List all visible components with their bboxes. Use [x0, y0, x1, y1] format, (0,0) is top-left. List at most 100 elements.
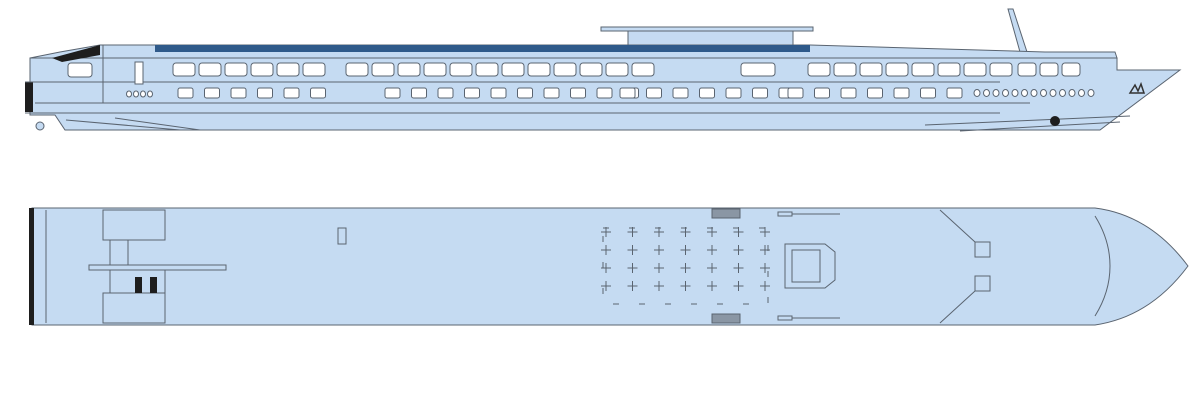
- upper-window: [250, 62, 274, 77]
- upper-window: [501, 62, 525, 77]
- porthole: [992, 89, 1000, 97]
- porthole: [1049, 89, 1057, 97]
- anchor-icon: [1050, 116, 1060, 126]
- porthole: [983, 89, 990, 97]
- lower-window: [787, 87, 804, 99]
- upper-window: [631, 62, 655, 77]
- lower-window: [570, 87, 586, 99]
- lower-window: [437, 87, 454, 99]
- deck-chair-mark: [601, 227, 611, 237]
- lower-window: [893, 87, 910, 99]
- logo-mark-icon: [1128, 81, 1146, 94]
- propeller-icon: [35, 121, 45, 131]
- upper-window: [397, 62, 421, 77]
- lower-window: [543, 87, 560, 99]
- upper-window: [579, 62, 603, 77]
- upper-window: [605, 62, 629, 77]
- deck-chair-mark: [627, 281, 638, 291]
- upper-window: [740, 62, 776, 77]
- deck-chair-mark: [733, 281, 744, 291]
- lower-window: [283, 87, 300, 99]
- deck-chair-mark: [733, 227, 744, 237]
- porthole: [1021, 89, 1028, 97]
- upper-window: [172, 62, 196, 77]
- porthole: [1078, 89, 1085, 97]
- wheelhouse-upper: [102, 209, 166, 241]
- upper-window: [449, 62, 473, 77]
- lower-window: [619, 87, 636, 99]
- deck-chair-mark: [760, 263, 770, 273]
- upper-window: [859, 62, 883, 77]
- upper-window: [911, 62, 935, 77]
- deck-chair-mark: [733, 245, 744, 255]
- upper-window: [833, 62, 857, 77]
- upper-window: [345, 62, 369, 77]
- lower-window: [646, 87, 662, 99]
- sun-deck-canopy: [600, 26, 814, 32]
- upper-window: [989, 62, 1013, 77]
- upper-window: [885, 62, 909, 77]
- upper-window: [475, 62, 499, 77]
- ship-side-profile: [25, 8, 1182, 132]
- deck-chair-mark: [760, 281, 770, 291]
- walkway-bar: [88, 264, 227, 271]
- porthole: [133, 90, 139, 98]
- porthole: [1030, 89, 1038, 97]
- lower-window: [672, 87, 689, 99]
- porthole: [1002, 89, 1009, 97]
- porthole: [140, 90, 146, 98]
- ship-top-view: [29, 207, 1189, 326]
- upper-window: [1039, 62, 1059, 77]
- deck-chair-mark: [760, 227, 770, 237]
- deck-chair-mark: [680, 263, 691, 273]
- stairs-top: [711, 208, 741, 219]
- stern-roof-dark: [52, 45, 100, 62]
- lower-window: [384, 87, 401, 99]
- upper-window: [1061, 62, 1081, 77]
- upper-window: [276, 62, 300, 77]
- bar-inner: [791, 249, 821, 283]
- door: [134, 61, 144, 85]
- lower-window: [699, 87, 715, 99]
- lower-window: [230, 87, 247, 99]
- upper-window: [302, 62, 326, 77]
- deck-chair-mark: [627, 263, 638, 273]
- stern-rail: [29, 208, 34, 325]
- deck-chair-mark: [601, 245, 611, 255]
- porthole: [147, 90, 153, 98]
- upper-window: [1017, 62, 1037, 77]
- deck-chair-mark: [680, 227, 691, 237]
- lift-upper: [109, 239, 129, 268]
- porthole: [1087, 89, 1095, 97]
- porthole: [1059, 89, 1066, 97]
- deck-chair-mark: [707, 245, 717, 255]
- lower-window: [840, 87, 857, 99]
- deck-chair-mark: [707, 227, 717, 237]
- porthole: [1068, 89, 1076, 97]
- deck-chair-mark: [733, 263, 744, 273]
- deck-chair-mark: [654, 245, 664, 255]
- lower-window: [310, 87, 326, 99]
- upper-window: [371, 62, 395, 77]
- lower-window: [490, 87, 507, 99]
- deck-chair-mark: [680, 281, 691, 291]
- deck-chair-mark: [654, 263, 664, 273]
- wheelhouse-lower: [102, 292, 166, 324]
- upper-window: [423, 62, 447, 77]
- porthole: [973, 89, 981, 97]
- lower-window: [177, 87, 194, 99]
- upper-window: [527, 62, 551, 77]
- lower-window: [517, 87, 533, 99]
- lower-window: [814, 87, 830, 99]
- deck-chair-mark: [680, 245, 691, 255]
- porthole: [1011, 89, 1019, 97]
- lower-window: [596, 87, 613, 99]
- porthole: [1040, 89, 1047, 97]
- deck-chair-mark: [707, 281, 717, 291]
- porthole: [126, 90, 132, 98]
- navy-roof-band: [155, 45, 810, 52]
- deck-chair-mark: [627, 245, 638, 255]
- upper-window: [807, 62, 831, 77]
- sun-deck-outline: [31, 207, 1189, 326]
